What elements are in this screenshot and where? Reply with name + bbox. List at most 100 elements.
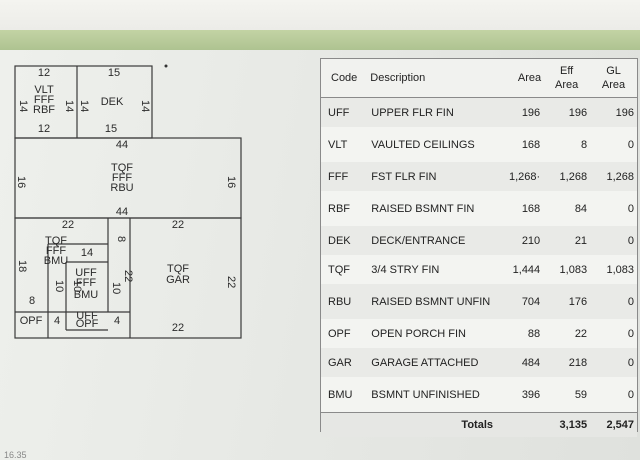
dim-label: 22 [122, 270, 134, 282]
row-description: GARAGE ATTACHED [368, 348, 496, 377]
dim-label: 16 [225, 176, 237, 188]
dim-label: 4 [114, 315, 120, 327]
area-code-label: OPF [20, 315, 43, 327]
totals-label: Totals [368, 412, 496, 437]
totals-eff-area: 3,135 [543, 412, 591, 437]
area-code-label: RBF [33, 104, 55, 116]
row-eff-area: 196 [543, 97, 591, 127]
row-code: RBU [321, 284, 369, 319]
row-eff-area: 59 [543, 377, 591, 413]
row-gl-area: 1,268 [590, 162, 637, 191]
area-code-label: FFF [46, 245, 66, 257]
row-area: 1,444 [496, 255, 544, 284]
dim-label: 10 [71, 280, 83, 292]
dim-label: 10 [53, 280, 65, 292]
row-description: RAISED BSMNT UNFIN [368, 284, 496, 319]
area-code-label: FFF [76, 277, 96, 289]
row-code: OPF [321, 319, 369, 348]
sketch-marker-dot [164, 64, 168, 68]
row-code: RBF [321, 191, 369, 226]
area-code-label: UFF [75, 267, 97, 279]
row-gl-area: 0 [590, 319, 637, 348]
area-code-label: TQF [111, 162, 133, 174]
dim-label: 14 [78, 100, 90, 112]
row-code: VLT [321, 127, 369, 162]
dim-label: 22 [225, 276, 237, 288]
row-code: UFF [321, 97, 369, 127]
row-area: 396 [496, 377, 544, 413]
area-code-label: VLT [34, 84, 54, 96]
row-gl-area: 0 [590, 127, 637, 162]
dim-label: 14 [139, 100, 151, 112]
area-code-label: TQF [167, 263, 189, 275]
row-area: 1,268· [496, 162, 544, 191]
row-gl-area: 0 [590, 348, 637, 377]
row-eff-area: 1,268 [543, 162, 591, 191]
column-header-code: Code [321, 59, 369, 98]
row-eff-area: 22 [543, 319, 591, 348]
dim-label: 15 [105, 123, 117, 135]
row-description: RAISED BSMNT FIN [368, 191, 496, 226]
totals-row: Totals 3,135 2,547 [321, 412, 637, 437]
dim-label: 14 [63, 100, 75, 112]
row-description: UPPER FLR FIN [368, 97, 496, 127]
row-code: GAR [321, 348, 369, 377]
dim-label: 44 [116, 139, 128, 151]
row-description: OPEN PORCH FIN [368, 319, 496, 348]
row-description: VAULTED CEILINGS [368, 127, 496, 162]
dim-label: 8 [29, 295, 35, 307]
dim-label: 12 [38, 67, 50, 79]
area-code-label: FFF [112, 172, 132, 184]
area-code-label: RBU [110, 182, 133, 194]
area-code-label: GAR [166, 274, 190, 286]
header-green-bar [0, 30, 640, 50]
row-eff-area: 218 [543, 348, 591, 377]
dim-label: 22 [62, 219, 74, 231]
dim-label: 14 [81, 247, 93, 259]
row-gl-area: 0 [590, 191, 637, 226]
row-gl-area: 0 [590, 226, 637, 255]
row-eff-area: 21 [543, 226, 591, 255]
row-gl-area: 1,083 [590, 255, 637, 284]
row-area: 88 [496, 319, 544, 348]
row-area: 168 [496, 191, 544, 226]
row-area: 196 [496, 97, 544, 127]
dim-label: 18 [16, 260, 28, 272]
row-gl-area: 0 [590, 377, 637, 413]
row-code: DEK [321, 226, 369, 255]
row-code: FFF [321, 162, 369, 191]
dim-label: 15 [108, 67, 120, 79]
row-eff-area: 1,083 [543, 255, 591, 284]
area-code-label: OPF [76, 318, 99, 330]
row-eff-area: 8 [543, 127, 591, 162]
column-header-description: Description [368, 59, 496, 98]
dim-label: 8 [115, 236, 127, 242]
dim-label: 16 [15, 176, 27, 188]
area-code-label: BMU [74, 289, 99, 301]
footer-text: 16.35 [4, 450, 27, 460]
row-gl-area: 196 [590, 97, 637, 127]
row-description: FST FLR FIN [368, 162, 496, 191]
dim-label: 44 [116, 206, 128, 218]
area-code-label: TQF [45, 235, 67, 247]
building-sketch: 12 15 VLT FFF RBF 14 14 14 DEK 14 12 15 … [14, 64, 242, 339]
row-gl-area: 0 [590, 284, 637, 319]
area-code-label: UFF [76, 310, 98, 322]
dim-label: 4 [54, 315, 60, 327]
area-code-label: BMU [44, 255, 69, 267]
row-description: DECK/ENTRANCE [368, 226, 496, 255]
area-code-label: FFF [34, 94, 54, 106]
screen-top-band [0, 0, 640, 30]
